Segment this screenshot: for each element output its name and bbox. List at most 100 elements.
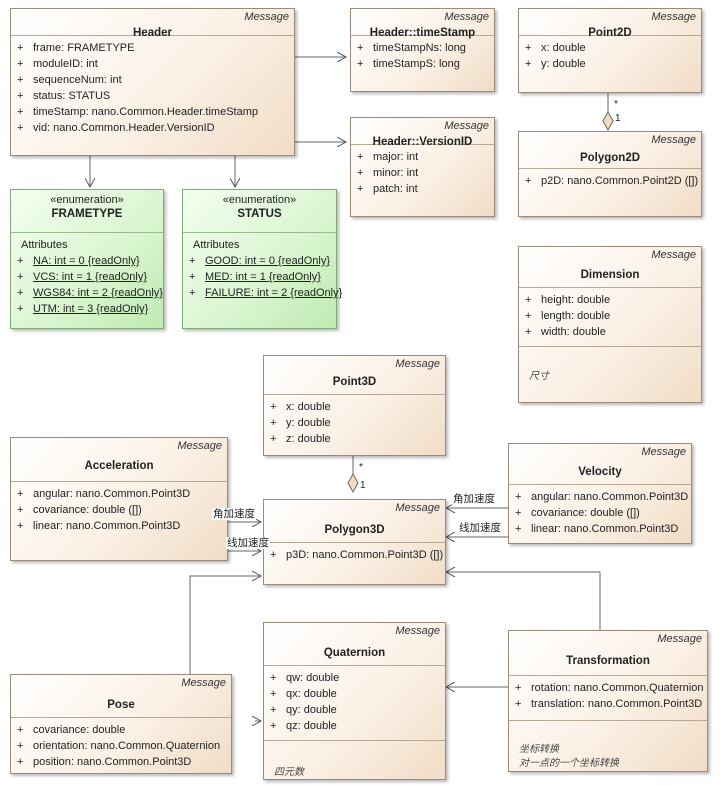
attribute: +y: double — [525, 58, 586, 70]
stereotype-message: Message — [651, 134, 696, 146]
stereotype-message: Message — [641, 446, 686, 458]
stereotype-message: Message — [651, 249, 696, 261]
attribute: +x: double — [270, 401, 331, 413]
attribute: +covariance: double — [17, 724, 126, 736]
class-title: Dimension — [580, 269, 640, 281]
attribute: +linear: nano.Common.Point3D — [515, 523, 679, 535]
attribute: +qz: double — [270, 720, 337, 732]
stereotype-message: Message — [395, 358, 440, 370]
divider — [519, 346, 701, 347]
divider — [519, 35, 701, 36]
enum-literal: +FAILURE: int = 2 {readOnly} — [189, 287, 343, 299]
polygon3d-class[interactable]: Message Polygon3D +p3D: nano.Common.Poin… — [263, 499, 446, 585]
divider — [509, 484, 691, 485]
enum-literal: +NA: int = 0 {readOnly} — [17, 255, 140, 267]
quaternion-class[interactable]: Message Quaternion +qw: double +qx: doub… — [263, 622, 446, 780]
timestamp-class[interactable]: Message Header::timeStamp +timeStampNs: … — [350, 8, 495, 92]
attribute: +timeStampNs: long — [357, 42, 466, 54]
class-title: Header::VersionID — [372, 136, 473, 148]
attribute: +orientation: nano.Common.Quaternion — [17, 740, 221, 752]
class-title: Quaternion — [323, 647, 386, 659]
attribute: +z: double — [270, 433, 331, 445]
stereotype-message: Message — [657, 633, 702, 645]
stereotype-message: Message — [395, 625, 440, 637]
divider — [519, 168, 701, 169]
attribute: +angular: nano.Common.Point3D — [17, 488, 191, 500]
divider — [351, 144, 494, 145]
enum-literal: +VCS: int = 1 {readOnly} — [17, 271, 148, 283]
enum-literal: +MED: int = 1 {readOnly} — [189, 271, 321, 283]
attribute: +rotation: nano.Common.Quaternion — [515, 682, 704, 694]
edge-label-angular-velocity: 角加速度 — [452, 493, 496, 505]
attribute: +linear: nano.Common.Point3D — [17, 520, 181, 532]
attribute: +moduleID: int — [17, 58, 98, 70]
attribute: +height: double — [525, 294, 611, 306]
point3d-aggregation-diamond — [347, 472, 359, 494]
divider — [509, 675, 707, 676]
class-title: Header — [133, 27, 172, 39]
divider — [519, 287, 701, 288]
attribute: +p3D: nano.Common.Point3D ([]) — [270, 549, 444, 561]
attribute-list: +height: double +length: double +width: … — [519, 288, 701, 340]
attribute: +timeStampS: long — [357, 58, 460, 70]
attribute-list: +timeStampNs: long +timeStampS: long — [351, 36, 494, 72]
attribute: +position: nano.Common.Point3D — [17, 756, 192, 768]
attribute: +p2D: nano.Common.Point2D ([]) — [525, 175, 699, 187]
frametype-enumeration[interactable]: «enumeration» FRAMETYPE Attributes +NA: … — [10, 189, 164, 329]
attribute: +vid: nano.Common.Header.VersionID — [17, 122, 215, 134]
divider — [264, 740, 445, 741]
attribute-list: +NA: int = 0 {readOnly} +VCS: int = 1 {r… — [11, 251, 163, 317]
class-title: Polygon2D — [579, 152, 641, 164]
header-class[interactable]: Message Header +frame: FRAMETYPE +module… — [10, 8, 295, 156]
attribute: +status: STATUS — [17, 90, 111, 102]
class-title: Point2D — [588, 27, 632, 39]
attribute: +qy: double — [270, 704, 337, 716]
velocity-class[interactable]: Message Velocity +angular: nano.Common.P… — [508, 443, 692, 544]
transformation-polygon3d-connector — [446, 572, 601, 630]
divider — [11, 481, 227, 482]
class-title: FRAMETYPE — [51, 208, 123, 220]
polygon2d-class[interactable]: Message Polygon2D +p2D: nano.Common.Poin… — [518, 131, 702, 217]
versionid-class[interactable]: Message Header::VersionID +major: int +m… — [350, 117, 495, 217]
attribute: +qx: double — [270, 688, 337, 700]
stereotype-enumeration: «enumeration» — [50, 194, 124, 206]
stereotype-message: Message — [444, 120, 489, 132]
class-title: Velocity — [578, 466, 622, 478]
multiplicity-one: 1 — [615, 113, 621, 124]
class-note: 坐标转换 — [519, 744, 559, 755]
pose-class[interactable]: Message Pose +covariance: double +orient… — [10, 674, 232, 774]
attribute: +timeStamp: nano.Common.Header.timeStamp — [17, 106, 258, 118]
attribute-list: +x: double +y: double — [519, 36, 701, 72]
edge-label-linear-acceleration: 线加速度 — [226, 537, 270, 549]
point2d-class[interactable]: Message Point2D +x: double +y: double — [518, 8, 702, 93]
attribute: +y: double — [270, 417, 331, 429]
attribute: +covariance: double ([]) — [515, 507, 640, 519]
attribute-list: +angular: nano.Common.Point3D +covarianc… — [509, 485, 691, 537]
transformation-class[interactable]: Message Transformation +rotation: nano.C… — [508, 630, 708, 772]
attribute-list: +p2D: nano.Common.Point2D ([]) — [519, 169, 701, 189]
dimension-class[interactable]: Message Dimension +height: double +lengt… — [518, 246, 702, 403]
multiplicity-many: * — [614, 99, 618, 110]
attribute-list: +angular: nano.Common.Point3D +covarianc… — [11, 482, 227, 534]
attribute: +minor: int — [357, 167, 419, 179]
attribute: +x: double — [525, 42, 586, 54]
stereotype-enumeration: «enumeration» — [222, 194, 297, 206]
acceleration-class[interactable]: Message Acceleration +angular: nano.Comm… — [10, 437, 228, 561]
enum-literal: +GOOD: int = 0 {readOnly} — [189, 255, 331, 267]
attribute-list: +GOOD: int = 0 {readOnly} +MED: int = 1 … — [183, 251, 343, 301]
stereotype-message: Message — [181, 677, 226, 689]
attribute-list: +x: double +y: double +z: double — [264, 395, 445, 447]
multiplicity-one: 1 — [360, 480, 366, 491]
divider — [264, 394, 445, 395]
class-title: Transformation — [566, 655, 650, 667]
status-enumeration[interactable]: «enumeration» STATUS Attributes +GOOD: i… — [182, 189, 343, 329]
attribute: +angular: nano.Common.Point3D — [515, 491, 689, 503]
class-note: 对一点的一个坐标转换 — [519, 758, 619, 769]
stereotype-message: Message — [651, 11, 696, 23]
stereotype-message: Message — [177, 440, 222, 452]
divider — [264, 542, 445, 543]
edge-label-linear-velocity: 线加速度 — [458, 522, 502, 534]
attribute-list: +rotation: nano.Common.Quaternion +trans… — [509, 676, 707, 712]
stereotype-message: Message — [395, 502, 440, 514]
point3d-class[interactable]: Message Point3D +x: double +y: double +z… — [263, 355, 446, 456]
